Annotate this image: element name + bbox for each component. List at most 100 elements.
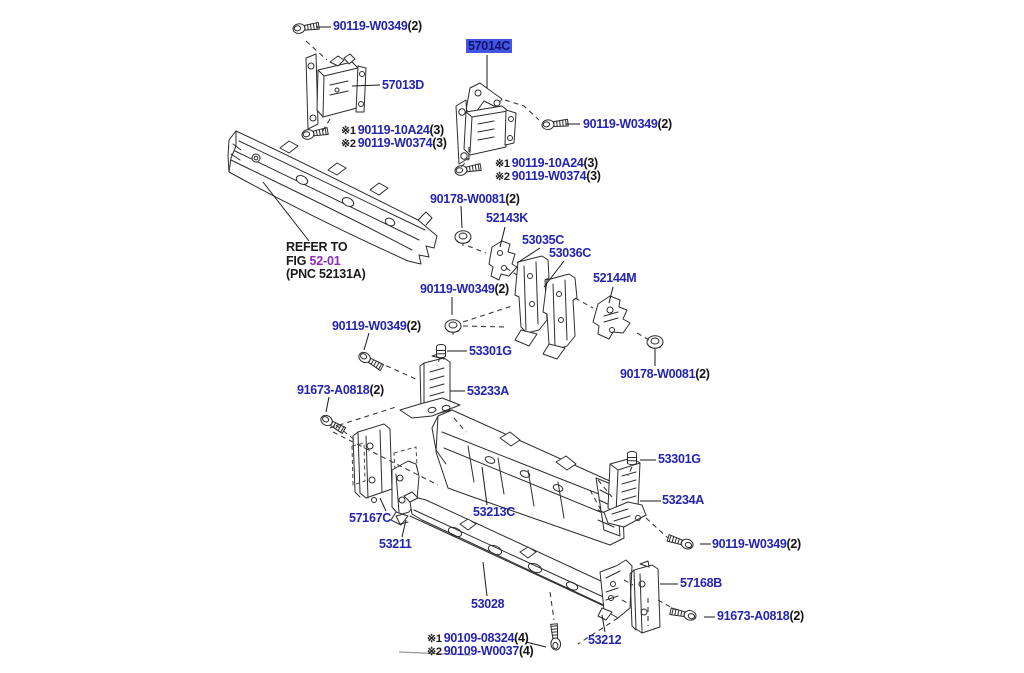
substitution-mark: ※1 [495, 158, 510, 170]
part-number-link[interactable]: 53212 [588, 633, 622, 647]
part-52143k-drawing [488, 240, 518, 281]
callout-90178-w0081-b: 90178-W0081(2) [620, 367, 710, 381]
part-number-link[interactable]: 91673-A0818 [717, 609, 790, 623]
refer-line1: REFER TO [286, 240, 348, 254]
callout-53233a: 53233A [467, 384, 509, 398]
nut-icon [444, 319, 462, 335]
part-qty: (3) [429, 123, 445, 137]
part-number-link[interactable]: 53035C [522, 233, 564, 247]
part-qty: (2) [494, 282, 510, 296]
callout-57167c: 57167C [349, 511, 391, 525]
part-number-link[interactable]: 57167C [349, 511, 391, 525]
callout-53234a: 53234A [662, 493, 704, 507]
part-number-link[interactable]: 90119-W0349 [420, 282, 495, 296]
part-number-link[interactable]: 53211 [379, 537, 412, 551]
assembly-dashed-lines [305, 40, 677, 645]
part-qty: (4) [514, 631, 529, 645]
part-qty: (2) [695, 367, 710, 381]
callout-90119-w0349-a: 90119-W0349(2) [333, 19, 422, 33]
part-qty: (2) [789, 609, 804, 623]
part-57014c-drawing [455, 82, 517, 165]
bolt-icon [356, 349, 385, 373]
fig-link[interactable]: 52-01 [309, 253, 341, 268]
clip-icon [627, 451, 637, 466]
bolt-icon [291, 20, 320, 35]
substitution-mark: ※1 [427, 633, 442, 645]
part-qty: (4) [518, 644, 534, 658]
part-qty: (2) [786, 537, 802, 551]
part-number-link[interactable]: 53301G [469, 344, 512, 358]
part-number-link[interactable]: 90109-08324 [443, 631, 515, 645]
callout-53036c: 53036C [549, 246, 591, 260]
part-number-link[interactable]: 90119-W0374 [357, 136, 433, 150]
part-number-link[interactable]: 90178-W0081 [430, 192, 506, 206]
fig-prefix: FIG [286, 253, 310, 268]
part-53234a-drawing [603, 457, 647, 528]
substitution-mark: ※1 [341, 125, 356, 137]
part-number-link[interactable]: 57168B [680, 576, 722, 590]
bolt-icon [669, 606, 698, 622]
part-qty: (2) [406, 319, 422, 333]
callout-53211: 53211 [379, 537, 412, 551]
callout-53028: 53028 [471, 597, 505, 611]
part-number-link[interactable]: 57013D [382, 78, 424, 92]
part-number-link[interactable]: 52143K [486, 211, 528, 225]
part-qty: (2) [657, 117, 673, 131]
part-number-link[interactable]: 90119-10A24 [357, 123, 430, 137]
part-number-link[interactable]: 52144M [593, 271, 637, 285]
part-number-link[interactable]: 90119-10A24 [511, 156, 584, 170]
refer-line3: (PNC 52131A) [286, 267, 366, 281]
callout-90119-w0349-c: 90119-W0349(2) [420, 282, 509, 296]
part-number-link[interactable]: 90119-W0349 [332, 319, 407, 333]
refer-note: REFER TO FIG 52-01 (PNC 52131A) [286, 240, 366, 282]
part-number-link[interactable]: 53028 [471, 597, 505, 611]
callout-53212: 53212 [588, 633, 622, 647]
part-number-link[interactable]: 53234A [662, 493, 704, 507]
part-number-link[interactable]: 53301G [658, 452, 701, 466]
callout-57013d: 57013D [382, 78, 424, 92]
part-57168b-drawing [629, 560, 661, 634]
callout-53213c: 53213C [473, 505, 515, 519]
part-qty: (2) [505, 192, 520, 206]
part-number-link[interactable]: 90119-W0349 [333, 19, 408, 33]
leader-lines [262, 26, 715, 656]
part-number-link[interactable]: 90119-W0349 [712, 537, 787, 551]
callout-91673-a0818-a: 91673-A0818(2) [297, 383, 384, 397]
callout-90119-w0349-e: 90119-W0349(2) [712, 537, 801, 551]
substitution-mark: ※2 [341, 138, 356, 150]
part-qty: (2) [407, 19, 423, 33]
callout-57014c-highlighted: 57014C [466, 39, 512, 53]
substitution-mark: ※2 [495, 171, 510, 183]
part-57167c-drawing [351, 423, 393, 503]
callout-90119-w0349-b: 90119-W0349(2) [583, 117, 672, 131]
part-number-link-selected[interactable]: 57014C [466, 39, 512, 53]
part-number-link[interactable]: 53036C [549, 246, 591, 260]
part-57013d-drawing [305, 53, 367, 130]
part-qty: (3) [432, 136, 447, 150]
part-53036c-drawing [542, 273, 578, 360]
bolt-icon [666, 532, 695, 551]
part-qty: (3) [583, 156, 599, 170]
part-number-link[interactable]: 53213C [473, 505, 515, 519]
nut-icon [646, 335, 664, 351]
callout-53035c: 53035C [522, 233, 564, 247]
part-number-link[interactable]: 90119-W0349 [583, 117, 658, 131]
callout-57168b: 57168B [680, 576, 722, 590]
part-qty: (2) [369, 383, 384, 397]
part-number-link[interactable]: 90119-W0374 [511, 169, 587, 183]
bolt-icon [453, 161, 482, 177]
callout-90119-w0349-d: 90119-W0349(2) [332, 319, 421, 333]
nut-icon [454, 230, 472, 246]
part-number-link[interactable]: 91673-A0818 [297, 383, 370, 397]
part-number-link[interactable]: 90109-W0037 [443, 644, 520, 658]
part-53035c-drawing [514, 255, 550, 347]
part-number-link[interactable]: 53233A [467, 384, 509, 398]
part-qty: (3) [586, 169, 601, 183]
part-number-link[interactable]: 90178-W0081 [620, 367, 696, 381]
